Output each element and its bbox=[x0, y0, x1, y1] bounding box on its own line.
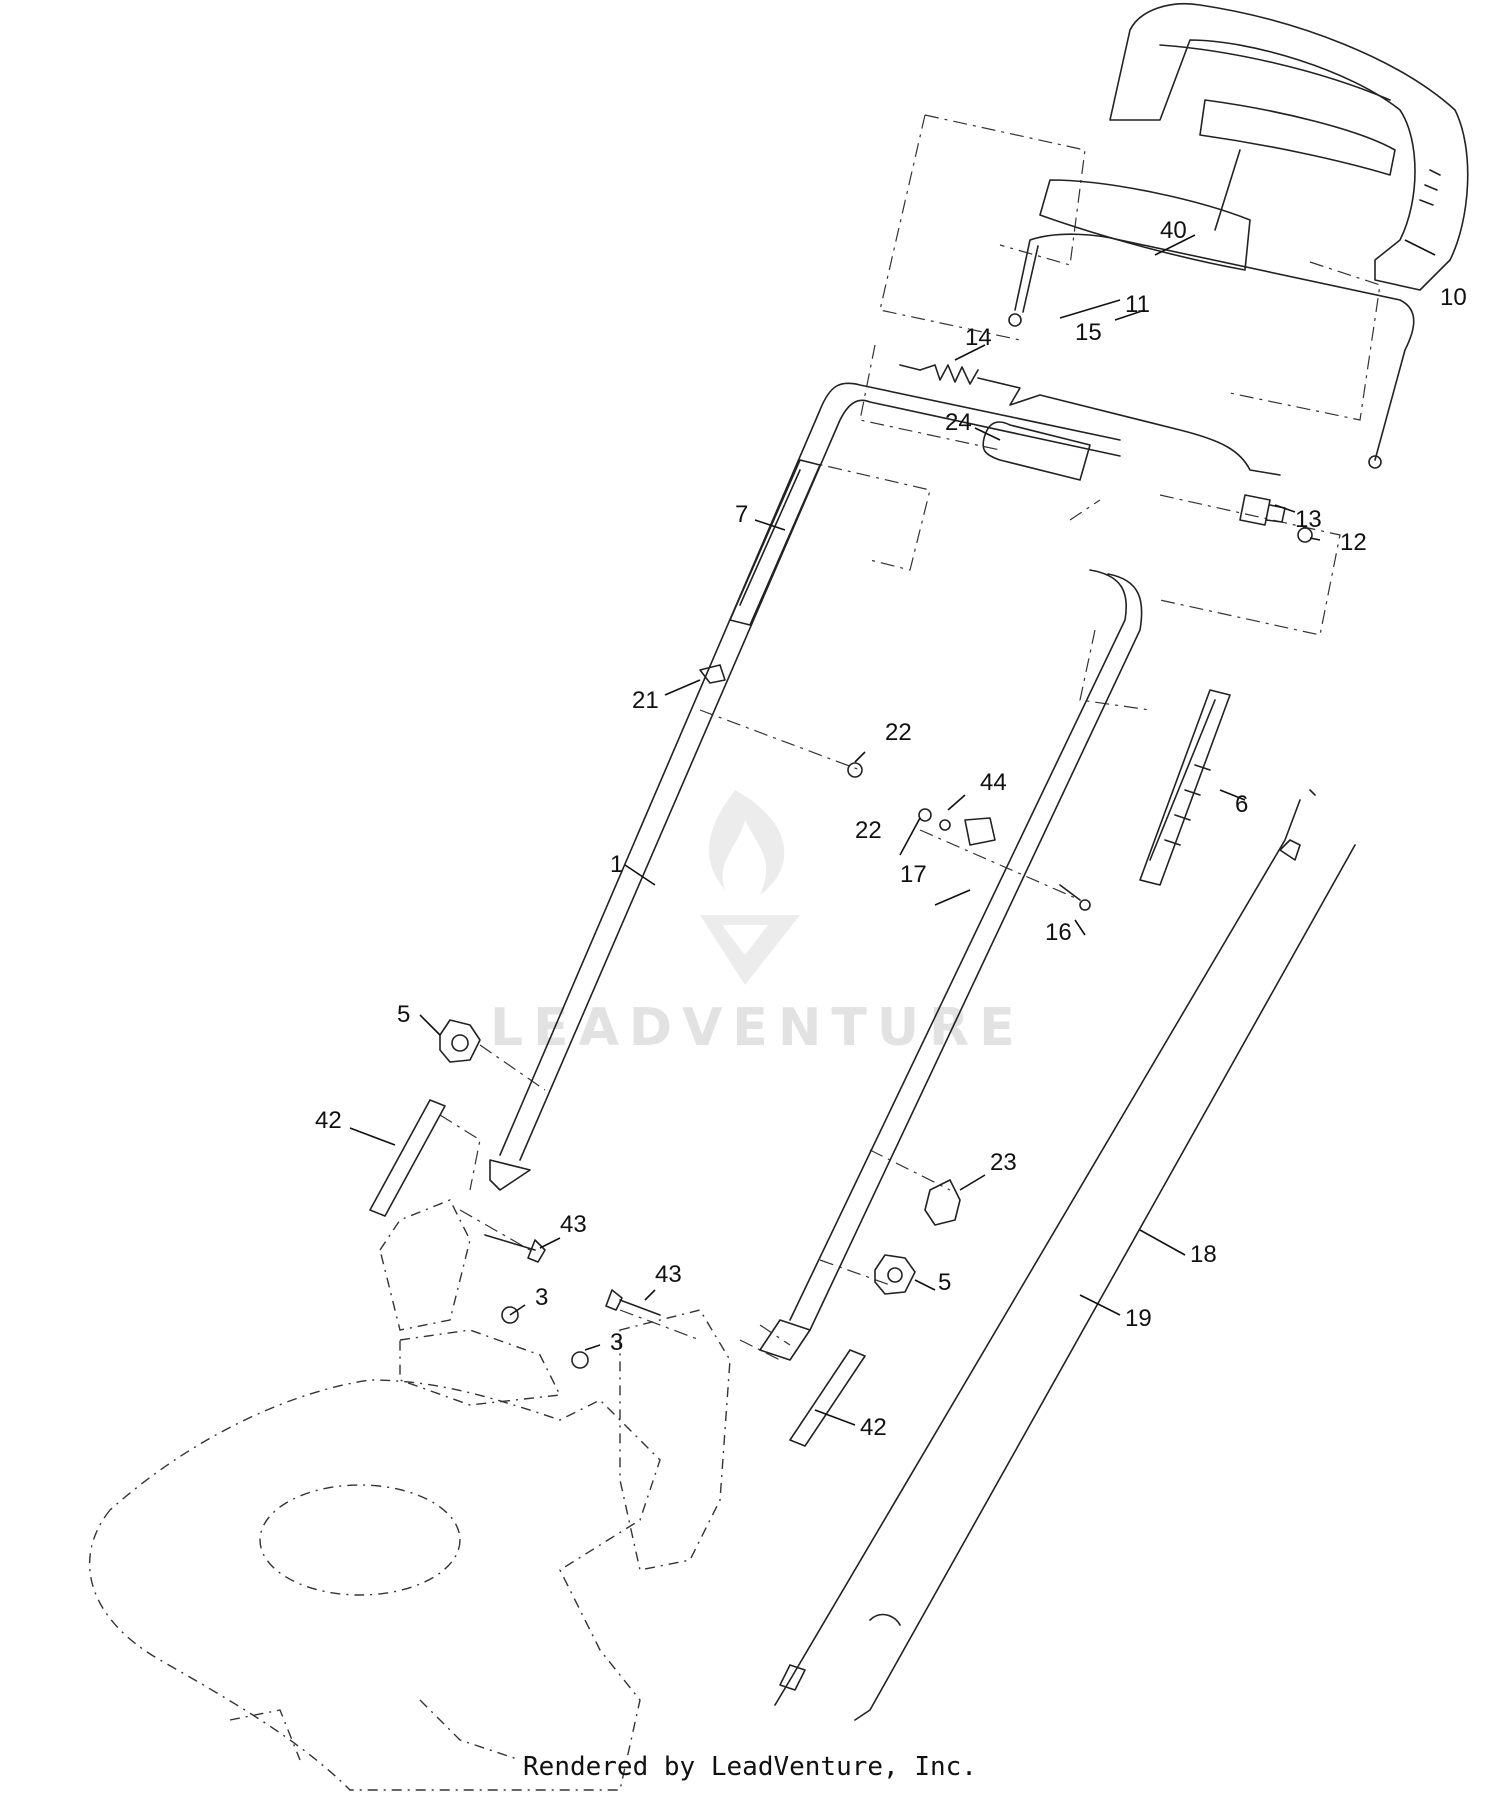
bail-bar bbox=[1008, 233, 1415, 469]
knob-upper bbox=[439, 1019, 481, 1063]
callout-19: 19 bbox=[1125, 1305, 1152, 1332]
upper-handle bbox=[1109, 2, 1469, 291]
cam-knob bbox=[1239, 494, 1286, 526]
bracket-lower bbox=[789, 1349, 866, 1447]
watermark-flame-icon bbox=[708, 790, 785, 895]
leader-lines bbox=[349, 234, 1436, 1426]
washer bbox=[1297, 527, 1313, 543]
alignment-lines bbox=[439, 114, 1381, 1361]
callout-3-upper: 3 bbox=[535, 1284, 548, 1311]
callout-17: 17 bbox=[900, 861, 927, 888]
callout-24: 24 bbox=[945, 409, 972, 436]
nut-3-lower bbox=[571, 1351, 589, 1369]
callout-42-lower: 42 bbox=[860, 1414, 887, 1441]
knob-lower bbox=[874, 1254, 916, 1295]
spring bbox=[899, 364, 979, 385]
callout-43-lower: 43 bbox=[655, 1261, 682, 1288]
callout-14: 14 bbox=[965, 324, 992, 351]
callout-3-lower: 3 bbox=[610, 1329, 623, 1356]
watermark-v-icon bbox=[700, 915, 800, 985]
callout-12: 12 bbox=[1340, 529, 1367, 556]
nut-3-upper bbox=[501, 1306, 519, 1324]
left-grip-panel bbox=[729, 459, 821, 626]
bolt-43-upper bbox=[484, 1234, 546, 1263]
callout-11: 11 bbox=[1125, 291, 1150, 318]
callouts: 10 40 15 14 11 24 7 13 12 21 22 44 22 6 … bbox=[315, 217, 1467, 1441]
cable-19 bbox=[774, 789, 1316, 1706]
handle-cover bbox=[1039, 179, 1251, 271]
tube bbox=[982, 421, 1091, 481]
main-handle bbox=[489, 382, 1143, 1361]
cable-18 bbox=[854, 844, 1356, 1721]
callout-43-upper: 43 bbox=[560, 1211, 587, 1238]
callout-5-lower: 5 bbox=[938, 1269, 951, 1296]
fasteners bbox=[699, 664, 1091, 911]
callout-23: 23 bbox=[990, 1149, 1017, 1176]
callout-44: 44 bbox=[980, 769, 1007, 796]
callout-22-lower: 22 bbox=[855, 817, 882, 844]
callout-42-upper: 42 bbox=[315, 1107, 342, 1134]
callout-18: 18 bbox=[1190, 1241, 1217, 1268]
bolt-23 bbox=[924, 1179, 961, 1226]
callout-15: 15 bbox=[1075, 319, 1102, 346]
callout-21: 21 bbox=[632, 687, 659, 714]
callout-16: 16 bbox=[1045, 919, 1072, 946]
right-grip-panel bbox=[1139, 689, 1231, 886]
bracket-upper bbox=[369, 1099, 446, 1217]
footer-credit: Rendered by LeadVenture, Inc. bbox=[523, 1752, 977, 1782]
callout-7: 7 bbox=[735, 501, 748, 528]
callout-22-upper: 22 bbox=[885, 719, 912, 746]
callout-1: 1 bbox=[610, 851, 623, 878]
watermark-text: LEADVENTURE bbox=[490, 998, 1025, 1058]
control-rod bbox=[977, 377, 1281, 476]
callout-40: 40 bbox=[1160, 217, 1187, 244]
callout-5-upper: 5 bbox=[397, 1001, 410, 1028]
callout-6: 6 bbox=[1235, 791, 1248, 818]
bolt-43-lower bbox=[605, 1289, 661, 1316]
mower-deck bbox=[88, 1199, 731, 1791]
callout-10: 10 bbox=[1440, 284, 1467, 311]
callout-13: 13 bbox=[1295, 506, 1322, 533]
